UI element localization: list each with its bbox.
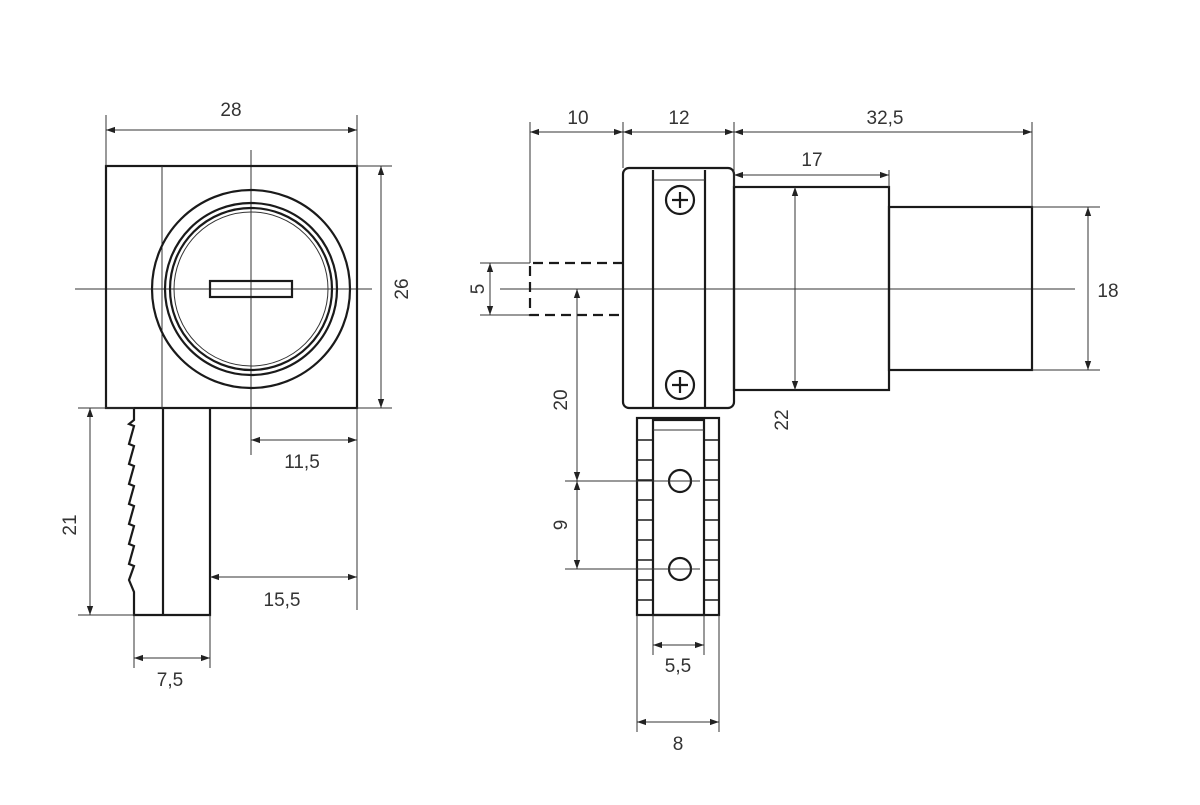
mounting-bracket xyxy=(635,416,721,617)
dim-bracket-inner: 5,5 xyxy=(665,656,691,677)
dim-cylinder-collar: 17 xyxy=(801,150,822,171)
dim-cylinder-length: 32,5 xyxy=(867,108,904,129)
dim-center-to-hole: 20 xyxy=(551,389,572,410)
dim-front-height: 26 xyxy=(392,278,413,299)
dim-stem-to-edge: 15,5 xyxy=(264,590,301,611)
dim-stem-width: 7,5 xyxy=(157,670,183,691)
body-block xyxy=(621,166,736,410)
key-slot xyxy=(208,279,294,299)
dim-collar-dia: 22 xyxy=(772,409,793,430)
dim-body-depth: 12 xyxy=(668,108,689,129)
screw-icon xyxy=(664,369,696,401)
dim-center-to-edge: 11,5 xyxy=(284,452,320,473)
screw-icon xyxy=(664,184,696,216)
shaft-hidden xyxy=(528,261,623,317)
dim-stem-height: 21 xyxy=(60,514,81,535)
front-view: 28 26 11,5 21 15,5 7,5 xyxy=(60,100,413,691)
dim-hole-spacing: 9 xyxy=(551,520,572,531)
dim-shaft-dia: 5 xyxy=(468,284,489,295)
dim-cylinder-dia: 18 xyxy=(1097,281,1118,302)
lock-bezel xyxy=(150,188,352,390)
dim-shaft-length: 10 xyxy=(567,108,588,129)
cam-stem xyxy=(126,408,212,617)
side-view: 10 12 32,5 17 5 18 22 20 9 5,5 8 xyxy=(468,108,1119,755)
dim-bracket-outer: 8 xyxy=(673,734,684,755)
cylinder xyxy=(887,205,1034,372)
lock-housing xyxy=(104,164,359,410)
dim-front-width: 28 xyxy=(220,100,241,121)
